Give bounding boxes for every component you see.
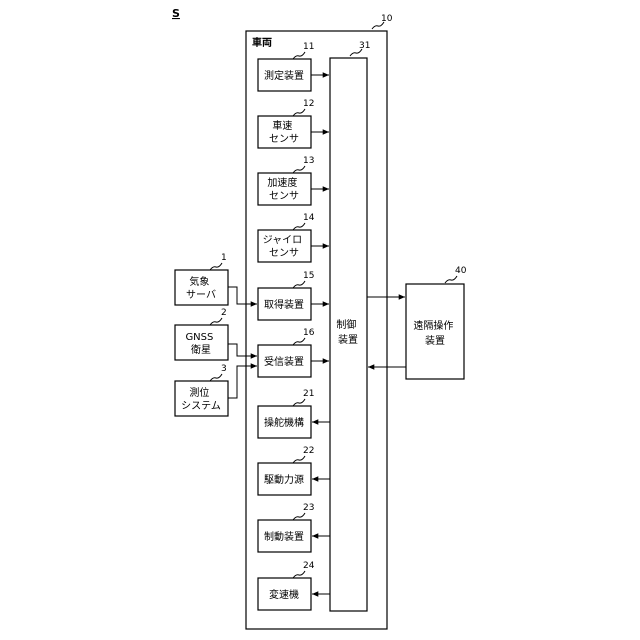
output-ref: 23	[303, 503, 314, 513]
input-label-line-2: センサ	[269, 190, 299, 202]
external-positioning-system: 3 測位 システム	[175, 364, 257, 416]
remote-operation-line-1: 遠隔操作	[413, 319, 453, 332]
output-ref: 24	[303, 561, 315, 571]
input-label-line-2: センサ	[269, 133, 299, 145]
input-label: 取得装置	[264, 298, 304, 311]
output-label-line-1: 操舵機構	[264, 416, 304, 429]
output-label: 変速機	[269, 588, 299, 601]
external-label-line-1: 測位	[189, 386, 209, 399]
input-ref: 13	[303, 156, 314, 166]
output-label: 駆動力源	[264, 473, 304, 486]
external-label-line-2: システム	[181, 400, 221, 412]
remote-ref: 40	[455, 266, 467, 276]
input-label-line-1: 取得装置	[264, 298, 304, 311]
control-ref: 31	[359, 41, 370, 51]
input-label-line-1: 加速度	[267, 176, 297, 189]
input-label: 受信装置	[264, 355, 304, 368]
input-ref: 14	[303, 213, 315, 223]
input-label-line-1: 車速	[272, 119, 292, 132]
external-gnss-satellite: 2 GNSS 衛星	[175, 308, 257, 360]
vehicle-label: 車両	[252, 36, 272, 49]
input-label-line-1: ジャイロ	[263, 235, 303, 246]
external-ref: 3	[221, 364, 227, 374]
external-weather-server: 1 気象 サーバ	[175, 253, 257, 305]
external-ref: 2	[221, 308, 227, 318]
input-ref: 16	[303, 328, 315, 338]
control-unit-line-2: 装置	[338, 333, 358, 346]
input-ref: 12	[303, 99, 314, 109]
external-label-line-1: GNSS	[185, 332, 213, 343]
input-label-line-1: 受信装置	[264, 355, 304, 368]
input-ref: 11	[303, 42, 314, 52]
output-label-line-1: 駆動力源	[264, 473, 304, 486]
external-ref: 1	[221, 253, 227, 263]
external-label-line-1: 気象	[189, 275, 209, 288]
input-label-line-2: センサ	[269, 247, 299, 259]
control-unit-line-1: 制御	[336, 318, 356, 331]
output-ref: 22	[303, 446, 314, 456]
input-label: 測定装置	[264, 69, 304, 82]
output-label-line-1: 変速機	[269, 588, 299, 601]
vehicle-ref: 10	[381, 14, 393, 24]
output-label-line-1: 制動装置	[264, 530, 304, 543]
input-label-line-1: 測定装置	[264, 69, 304, 82]
remote-operation-line-2: 装置	[425, 334, 445, 347]
input-ref: 15	[303, 271, 314, 281]
remote-ref-leader	[445, 276, 457, 283]
output-ref: 21	[303, 389, 314, 399]
output-label: 制動装置	[264, 530, 304, 543]
external-label-line-2: 衛星	[191, 343, 211, 356]
figure-label: S	[172, 7, 180, 20]
output-label: 操舵機構	[264, 416, 304, 429]
external-label-line-2: サーバ	[186, 289, 216, 301]
